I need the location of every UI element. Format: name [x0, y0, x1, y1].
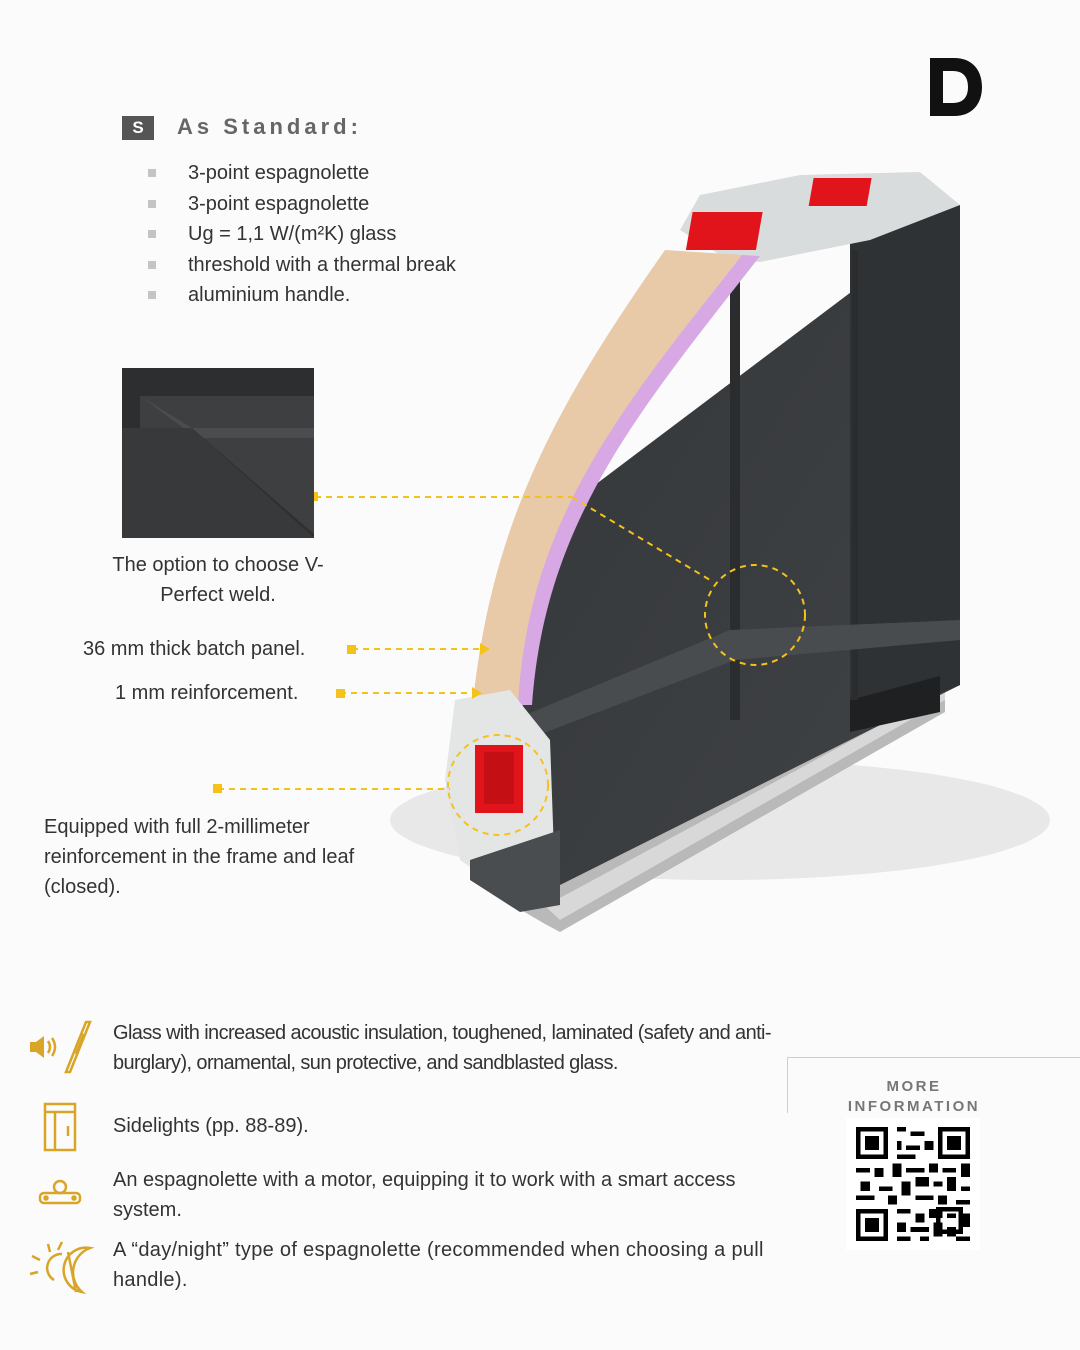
top-reinforcement-2 — [808, 178, 872, 206]
more-info-title: MORE INFORMATION — [847, 1078, 981, 1115]
callout-marker — [213, 784, 222, 793]
weld-caption: The option to choose V-Perfect weld. — [112, 554, 324, 606]
standard-title: As Standard: — [177, 114, 362, 139]
standard-badge: S — [122, 116, 154, 140]
bullet-square-icon — [148, 260, 156, 269]
qr-code-icon[interactable] — [846, 1118, 980, 1250]
sidelight-icon — [43, 1102, 77, 1152]
list-item: 3-point espagnolette — [148, 189, 456, 220]
callout-circle-frame — [447, 734, 549, 836]
d-logo-icon — [930, 58, 982, 116]
reinforcement-label: 1 mm reinforcement. — [115, 682, 299, 704]
frame-reinforcement-inner — [484, 752, 514, 804]
door-frame-jamb — [850, 205, 960, 730]
callout-marker — [336, 689, 345, 698]
list-item: aluminium handle. — [148, 280, 456, 311]
bottom-rail — [525, 620, 960, 740]
bullet-square-icon — [148, 230, 156, 238]
panel-label: 36 mm thick batch panel. — [83, 638, 306, 660]
list-item: 3-point espagnolette — [148, 158, 456, 189]
feature-day-night: A “day/night” type of espagnolette (reco… — [113, 1239, 764, 1291]
acoustic-glass-icon — [30, 1020, 92, 1074]
motor-lock-icon — [38, 1179, 82, 1205]
frame-reinforcement-label: Equipped with full 2-millimeter reinforc… — [44, 816, 355, 898]
more-info-box — [787, 1057, 1080, 1113]
bullet-square-icon — [148, 169, 156, 177]
list-item: threshold with a thermal break — [148, 250, 456, 281]
callout-arrow — [480, 643, 490, 655]
bullet-square-icon — [148, 291, 156, 299]
standard-list: 3-point espagnolette 3-point espagnolett… — [148, 158, 456, 311]
bottom-profile-base — [470, 830, 560, 912]
feature-motor-espagnolette: An espagnolette with a motor, equipping … — [113, 1169, 736, 1221]
callout-line-weld-diagonal — [571, 496, 711, 581]
bullet-square-icon — [148, 199, 156, 208]
frame-seal — [850, 676, 940, 732]
list-item: Ug = 1,1 W/(m²K) glass — [148, 219, 456, 250]
feature-acoustic-glass: Glass with increased acoustic insulation… — [113, 1022, 772, 1074]
door-cross-section-illustration — [213, 172, 1050, 932]
callout-marker — [347, 645, 356, 654]
feature-sidelights: Sidelights (pp. 88-89). — [113, 1115, 309, 1137]
threshold-top — [545, 690, 945, 920]
callout-circle-weld — [704, 564, 806, 666]
batch-panel-edge — [472, 250, 742, 712]
v-perfect-weld-photo — [122, 368, 314, 538]
callout-arrow — [472, 687, 482, 699]
day-night-icon — [29, 1241, 95, 1295]
top-reinforcement — [685, 212, 763, 250]
